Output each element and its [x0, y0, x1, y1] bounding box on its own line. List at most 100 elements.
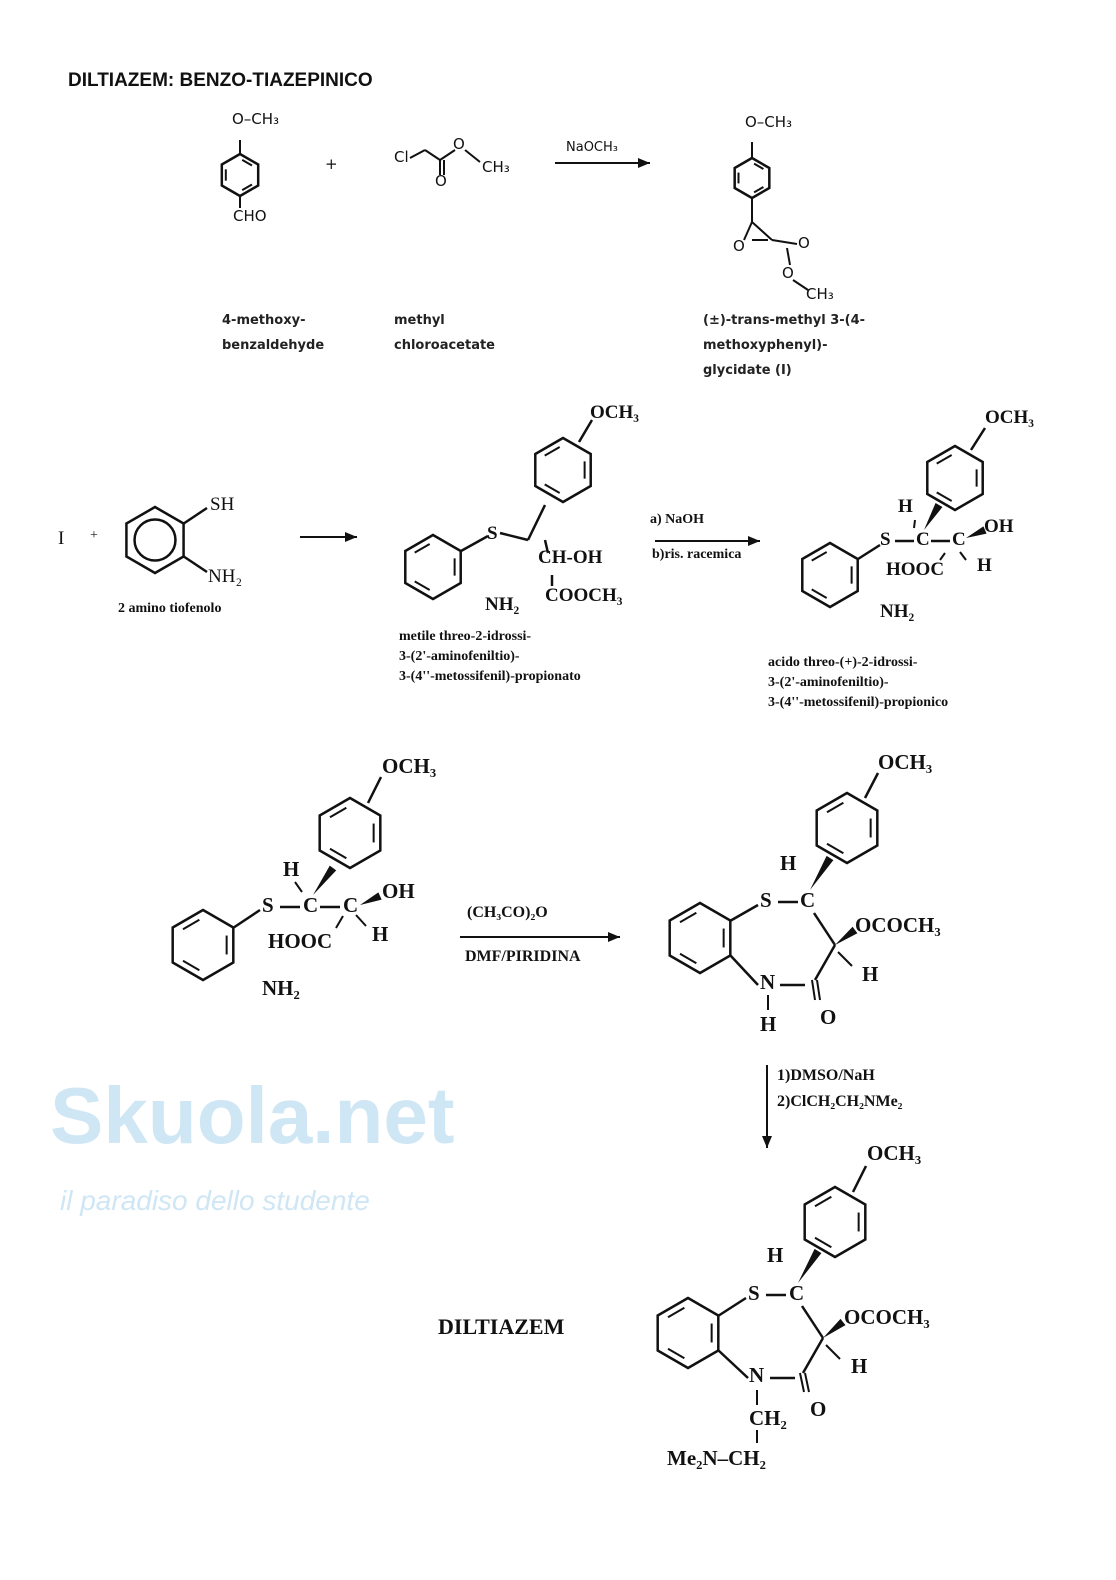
- watermark-logo: Skuola.net: [50, 1071, 455, 1160]
- reaction-arrow-head: [345, 532, 357, 542]
- bond: [241, 159, 253, 167]
- bond: [329, 806, 347, 819]
- wedge-bond: [313, 865, 337, 895]
- label: H: [767, 1243, 784, 1267]
- label: HOOC: [886, 559, 945, 580]
- label: O: [820, 1005, 837, 1029]
- compound-name: (±)-trans-methyl 3-(4-methoxyphenyl)-gly…: [703, 308, 865, 383]
- bond: [543, 539, 550, 554]
- bond: [679, 952, 697, 965]
- label: OH: [382, 879, 415, 903]
- label: SH: [210, 494, 235, 515]
- compound-name: acido threo-(+)-2-idrossi-3-(2'-aminofen…: [768, 653, 948, 713]
- benzene-ring: [668, 901, 732, 975]
- bond: [939, 552, 946, 561]
- bond: [439, 149, 456, 161]
- bond: [813, 944, 837, 981]
- reagent-label: 1)DMSO/NaH: [777, 1067, 875, 1084]
- bond: [804, 1372, 810, 1393]
- reaction-arrow-head: [748, 536, 760, 546]
- bond: [544, 446, 561, 457]
- label: H: [851, 1354, 868, 1378]
- bond: [969, 427, 987, 451]
- reaction-arrow-head: [638, 158, 650, 168]
- bond: [409, 149, 426, 159]
- bond: [577, 419, 594, 443]
- reagent-label: NaOCH₃: [566, 140, 618, 155]
- label: OCH₃: [590, 402, 639, 423]
- label: O: [782, 264, 794, 282]
- label: O: [435, 172, 447, 190]
- label: HOOC: [268, 929, 333, 953]
- bond: [717, 1296, 747, 1318]
- bond: [679, 911, 697, 924]
- label: N: [749, 1363, 765, 1387]
- benzene-ring: [404, 533, 462, 601]
- label: O: [798, 234, 810, 252]
- label: C: [303, 893, 319, 917]
- label: NH₂: [485, 594, 520, 615]
- bond: [913, 519, 916, 529]
- bond: [799, 1372, 805, 1393]
- benzene-ring: [318, 796, 382, 870]
- name-line: 3-(4''-metossifenil)-propionico: [768, 695, 949, 710]
- wedge-bond: [798, 1248, 822, 1283]
- label: H: [372, 922, 389, 946]
- label: S: [760, 888, 772, 912]
- label: O–CH₃: [745, 113, 793, 131]
- wedge-bond: [924, 502, 943, 530]
- bond: [241, 183, 253, 191]
- bond: [414, 580, 431, 591]
- label: COOCH₃: [545, 585, 623, 606]
- label: OCOCH₃: [844, 1305, 930, 1329]
- benzene-ring: [534, 436, 592, 504]
- benzene-ring: [733, 156, 771, 200]
- name-line: chloroacetate: [394, 338, 496, 353]
- compound-name: 2 amino tiofenolo: [118, 601, 222, 616]
- bond: [811, 979, 816, 1001]
- bond: [294, 881, 303, 893]
- label: CHO: [233, 207, 267, 225]
- label: C: [952, 529, 966, 550]
- label: OCH₃: [382, 754, 437, 778]
- bond: [366, 776, 383, 804]
- bond: [424, 149, 441, 161]
- label: OCOCH₃: [855, 913, 941, 937]
- wedge-bond: [360, 892, 382, 905]
- bond: [814, 1236, 832, 1249]
- bond: [232, 908, 261, 930]
- bond: [811, 551, 828, 562]
- aromatic-circle: [133, 518, 177, 562]
- label: O: [810, 1397, 827, 1421]
- label: N: [760, 970, 776, 994]
- name-line: benzaldehyde: [222, 338, 325, 353]
- benzene-ring: [656, 1296, 720, 1370]
- benzene-ring: [815, 791, 879, 865]
- bond: [182, 959, 200, 972]
- bond: [355, 914, 367, 927]
- bond: [837, 951, 853, 967]
- label: I: [58, 528, 65, 549]
- label: H: [780, 851, 797, 875]
- wedge-bond: [823, 1318, 846, 1338]
- bond: [786, 247, 791, 266]
- bond: [857, 543, 881, 561]
- compound-name: metile threo-2-idrossi-3-(2'-aminofenilt…: [399, 627, 581, 687]
- wedge-bond: [966, 526, 987, 538]
- bond: [816, 979, 821, 1001]
- reagent-label: 2)ClCH₂CH₂NMe₂: [777, 1093, 903, 1110]
- reagent-label: b)ris. racemica: [652, 547, 742, 562]
- product-label: DILTIAZEM: [438, 1314, 565, 1339]
- name-line: 3-(2'-aminofeniltio)-: [399, 649, 520, 664]
- label: O–CH₃: [232, 110, 280, 128]
- benzene-ring: [926, 444, 984, 512]
- label: OH: [984, 516, 1014, 537]
- label: S: [487, 523, 498, 544]
- label: H: [283, 857, 300, 881]
- label: NH₂: [880, 601, 915, 622]
- label: OCH₃: [878, 750, 933, 774]
- label: CH₃: [806, 285, 834, 303]
- watermark-tagline: il paradiso dello studente: [60, 1185, 370, 1216]
- bond: [414, 543, 431, 554]
